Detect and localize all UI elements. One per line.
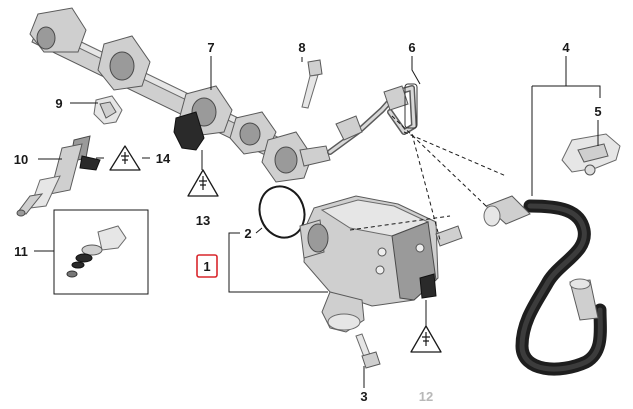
callout-12[interactable]: 12 bbox=[419, 389, 433, 404]
o-ring[interactable] bbox=[252, 180, 311, 244]
injector-clip[interactable] bbox=[93, 95, 123, 125]
callout-2[interactable]: 2 bbox=[244, 226, 251, 241]
electrical-warning-icon bbox=[187, 169, 219, 197]
callout-1[interactable]: 1 bbox=[203, 259, 210, 274]
callout-13[interactable]: 13 bbox=[196, 213, 210, 228]
pump-bolt[interactable] bbox=[355, 333, 381, 369]
callout-11[interactable]: 11 bbox=[14, 244, 28, 259]
callout-5[interactable]: 5 bbox=[594, 104, 601, 119]
rail-bolt[interactable] bbox=[301, 59, 323, 109]
seal-kit-box[interactable] bbox=[53, 209, 149, 295]
callout-6[interactable]: 6 bbox=[408, 40, 415, 55]
callout-7[interactable]: 7 bbox=[207, 40, 214, 55]
selected-callout-highlight bbox=[196, 254, 218, 278]
fuel-injector[interactable] bbox=[16, 135, 101, 217]
callout-4[interactable]: 4 bbox=[562, 40, 570, 55]
electrical-warning-icon bbox=[410, 325, 442, 353]
hose-clamp[interactable] bbox=[561, 133, 621, 176]
callout-numbers: 1 2 3 4 5 6 7 8 9 10 11 12 13 14 bbox=[14, 40, 602, 404]
fuel-feed-hose[interactable] bbox=[483, 195, 607, 376]
callout-10[interactable]: 10 bbox=[14, 152, 28, 167]
high-pressure-fuel-pump[interactable] bbox=[299, 195, 463, 333]
callout-9[interactable]: 9 bbox=[55, 96, 62, 111]
callout-3[interactable]: 3 bbox=[360, 389, 367, 404]
high-pressure-line[interactable] bbox=[327, 83, 418, 155]
assembly-dash-lines bbox=[349, 115, 507, 241]
callout-8[interactable]: 8 bbox=[298, 40, 305, 55]
leader-lines bbox=[34, 56, 601, 388]
callout-14[interactable]: 14 bbox=[156, 151, 171, 166]
fuel-rail[interactable] bbox=[29, 7, 331, 183]
electrical-warning-icon bbox=[109, 145, 141, 171]
